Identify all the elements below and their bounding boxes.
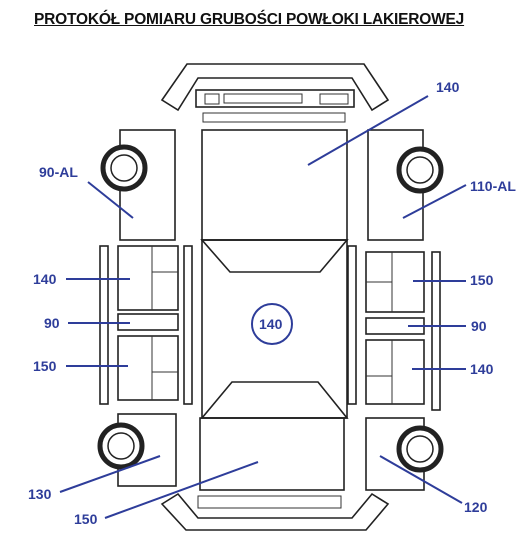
trunk-panel (199, 417, 345, 491)
label-front-left-fender: 90-AL (39, 164, 78, 180)
label-roof: 140 (259, 316, 283, 332)
hood-panel (201, 129, 348, 241)
rear-plate (197, 495, 342, 509)
roof-value-circle (251, 303, 293, 345)
label-left-sill: 90 (44, 315, 60, 331)
rear-right-wheel (396, 425, 444, 473)
label-left-front-door: 140 (33, 271, 57, 287)
windshield (200, 239, 349, 273)
label-right-sill: 90 (471, 318, 487, 334)
rear-window (200, 381, 349, 419)
pointer-lines (59, 95, 467, 519)
rear-left-wheel (97, 422, 145, 470)
label-right-rear-door: 140 (470, 361, 494, 377)
label-trunk: 150 (74, 511, 98, 527)
front-left-wheel (100, 144, 148, 192)
front-bumper (160, 63, 390, 112)
right-side (347, 245, 441, 411)
left-side (99, 245, 193, 405)
label-front-right-fender: 110-AL (470, 178, 516, 194)
label-right-front-door: 150 (470, 272, 494, 288)
front-right-wheel (396, 146, 444, 194)
label-rear-left-quarter: 130 (28, 486, 52, 502)
grille (195, 89, 355, 123)
page-title: PROTOKÓŁ POMIARU GRUBOŚCI POWŁOKI LAKIER… (34, 11, 465, 28)
rear-bumper (160, 492, 390, 531)
label-rear-right-quarter: 120 (464, 499, 488, 515)
label-hood: 140 (436, 79, 460, 95)
label-left-rear-door: 150 (33, 358, 57, 374)
